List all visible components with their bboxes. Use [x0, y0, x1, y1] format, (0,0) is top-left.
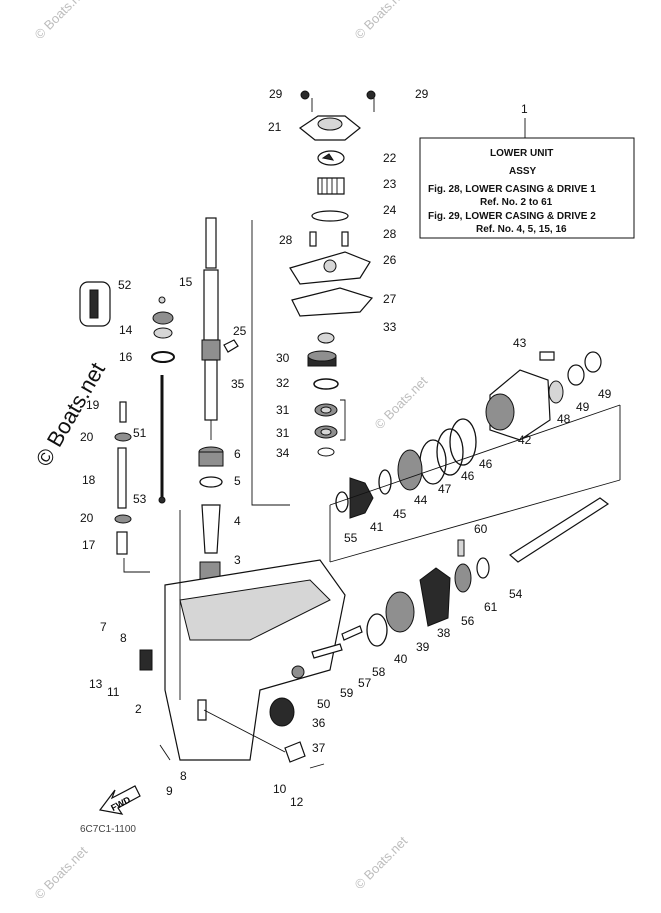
callout-20a: 20: [80, 430, 94, 444]
watermark-group: © Boats.net © Boats.net © Boats.net © Bo…: [31, 0, 431, 902]
callout-19: 19: [86, 398, 100, 412]
callout-10: 10: [273, 782, 287, 796]
callout-7: 7: [100, 620, 107, 634]
callout-21: 21: [268, 120, 282, 134]
callout-59: 59: [340, 686, 354, 700]
callout-15: 15: [179, 275, 193, 289]
callout-35: 35: [231, 377, 245, 391]
leader-lines: [123, 220, 621, 761]
callout-44: 44: [414, 493, 428, 507]
callout-40: 40: [394, 652, 408, 666]
info-box-fig28-ref: Ref. No. 2 to 61: [480, 197, 553, 208]
callout-61: 61: [484, 600, 498, 614]
info-box-title: LOWER UNIT: [490, 148, 553, 159]
lower-unit-info-box: 1 LOWER UNIT ASSY Fig. 28, LOWER CASING …: [419, 102, 635, 239]
callout-60: 60: [474, 522, 488, 536]
callout-33: 33: [383, 320, 397, 334]
lower-casing: [139, 559, 346, 761]
callout-37: 37: [312, 741, 326, 755]
callout-48: 48: [557, 412, 571, 426]
callout-25: 25: [233, 324, 247, 338]
callout-46a: 46: [479, 457, 493, 471]
watermark-bottom-left: © Boats.net: [32, 843, 91, 902]
callout-14: 14: [119, 323, 133, 337]
callout-9: 9: [166, 784, 173, 798]
callout-58: 58: [372, 665, 386, 679]
callout-45: 45: [393, 507, 407, 521]
callout-28b: 28: [383, 227, 397, 241]
callout-12: 12: [290, 795, 304, 809]
callout-53: 53: [133, 492, 147, 506]
watermark-top-left: © Boats.net: [32, 0, 91, 42]
watermark-middle: © Boats.net: [372, 373, 431, 432]
callout-27: 27: [383, 292, 397, 306]
callout-41: 41: [370, 520, 384, 534]
callout-49b: 49: [598, 387, 612, 401]
callout-11: 11: [107, 685, 120, 699]
callout-29b: 29: [415, 87, 429, 101]
info-box-subtitle: ASSY: [509, 166, 537, 177]
callout-34: 34: [276, 446, 290, 460]
info-box-fig29: Fig. 29, LOWER CASING & DRIVE 2: [428, 211, 596, 222]
callout-29a: 29: [269, 87, 283, 101]
callout-31b: 31: [276, 426, 290, 440]
callout-54: 54: [509, 587, 523, 601]
callout-17: 17: [82, 538, 96, 552]
callout-26: 26: [383, 253, 397, 267]
callout-36: 36: [312, 716, 326, 730]
info-box-ref-number: 1: [521, 102, 528, 116]
callout-2: 2: [135, 702, 142, 716]
callout-46b: 46: [461, 469, 475, 483]
callout-56: 56: [461, 614, 475, 628]
callout-6: 6: [234, 447, 241, 461]
watermark-top-right: © Boats.net: [352, 0, 411, 42]
watermark-bottom-right: © Boats.net: [352, 833, 411, 892]
callout-30: 30: [276, 351, 290, 365]
fwd-arrow: FWD: [98, 785, 141, 815]
propeller-shaft-group: [269, 351, 610, 769]
callout-8a: 8: [120, 631, 127, 645]
callout-18: 18: [82, 473, 96, 487]
watermark-left-large: © Boats.net: [31, 358, 110, 470]
info-box-fig29-ref: Ref. No. 4, 5, 15, 16: [476, 224, 567, 235]
callout-4: 4: [234, 514, 241, 528]
callout-28a: 28: [279, 233, 293, 247]
callout-32: 32: [276, 376, 290, 390]
callout-23: 23: [383, 177, 397, 191]
callout-52: 52: [118, 278, 132, 292]
callout-13: 13: [89, 677, 103, 691]
callout-24: 24: [383, 203, 397, 217]
callout-8b: 8: [180, 769, 187, 783]
drive-shaft: [198, 217, 239, 587]
callout-3: 3: [234, 553, 241, 567]
callout-43: 43: [513, 336, 527, 350]
callout-38: 38: [437, 626, 451, 640]
callout-49a: 49: [576, 400, 590, 414]
callout-51: 51: [133, 426, 147, 440]
callout-39: 39: [416, 640, 430, 654]
callout-20b: 20: [80, 511, 94, 525]
callout-16: 16: [119, 350, 133, 364]
callout-22: 22: [383, 151, 397, 165]
callout-50: 50: [317, 697, 331, 711]
callout-57: 57: [358, 676, 372, 690]
callout-5: 5: [234, 474, 241, 488]
callout-labels: 29 29 21 22 23 24 28 28 26 27 33 30 32 3…: [80, 87, 612, 809]
callout-42: 42: [518, 433, 532, 447]
diagram-code: 6C7C1-1100: [80, 824, 136, 835]
callout-31a: 31: [276, 403, 290, 417]
callout-55: 55: [344, 531, 358, 545]
water-pump-assembly: [289, 90, 376, 457]
shift-linkage: [79, 281, 175, 555]
info-box-fig28: Fig. 28, LOWER CASING & DRIVE 1: [428, 184, 596, 195]
callout-47: 47: [438, 482, 452, 496]
